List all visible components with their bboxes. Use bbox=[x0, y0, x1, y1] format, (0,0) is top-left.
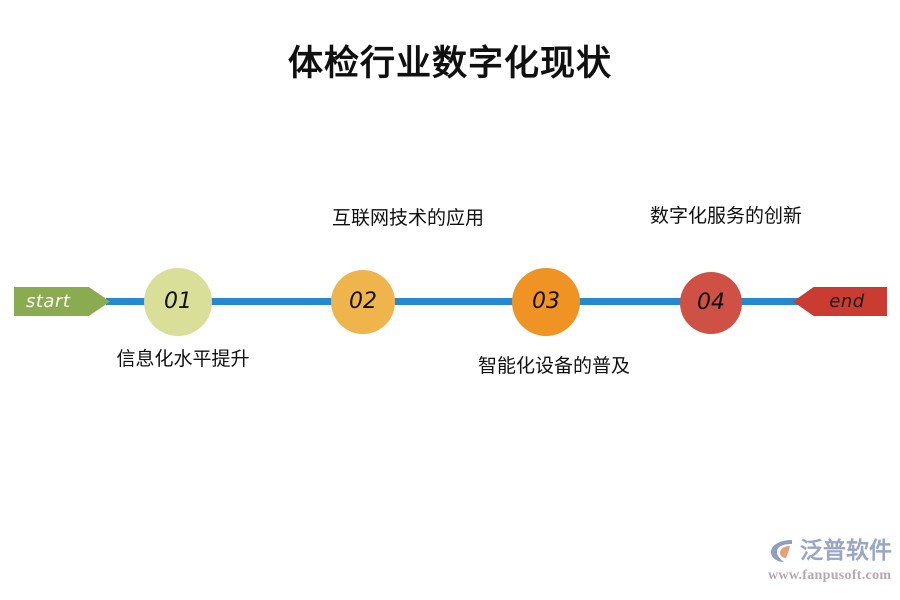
timeline-node-number: 02 bbox=[349, 288, 377, 314]
watermark-brand-text: 泛普软件 bbox=[800, 538, 892, 563]
timeline-connector-line bbox=[106, 298, 800, 305]
end-banner-label: end bbox=[829, 291, 865, 312]
start-banner: start bbox=[14, 287, 110, 316]
fanpusoft-logo-icon bbox=[768, 537, 798, 565]
timeline-caption-03: 智能化设备的普及 bbox=[478, 356, 631, 377]
timeline-node-04: 04 bbox=[680, 272, 742, 334]
timeline-node-number: 03 bbox=[532, 288, 560, 314]
start-banner-label: start bbox=[26, 291, 71, 312]
timeline-node-number: 01 bbox=[164, 288, 192, 314]
page-title: 体检行业数字化现状 bbox=[287, 44, 612, 83]
watermark-brand-row: 泛普软件 bbox=[768, 536, 894, 566]
timeline-caption-01: 信息化水平提升 bbox=[116, 349, 250, 370]
timeline-node-03: 03 bbox=[512, 268, 580, 336]
end-banner: end bbox=[793, 287, 887, 316]
timeline-node-number: 04 bbox=[697, 289, 725, 315]
watermark-url-text: www.fanpusoft.com bbox=[768, 568, 892, 583]
watermark: 泛普软件 www.fanpusoft.com bbox=[768, 536, 894, 584]
timeline-caption-02: 互联网技术的应用 bbox=[331, 208, 484, 229]
timeline-caption-04: 数字化服务的创新 bbox=[650, 206, 803, 227]
timeline-node-02: 02 bbox=[331, 270, 395, 334]
timeline-node-01: 01 bbox=[144, 268, 212, 336]
